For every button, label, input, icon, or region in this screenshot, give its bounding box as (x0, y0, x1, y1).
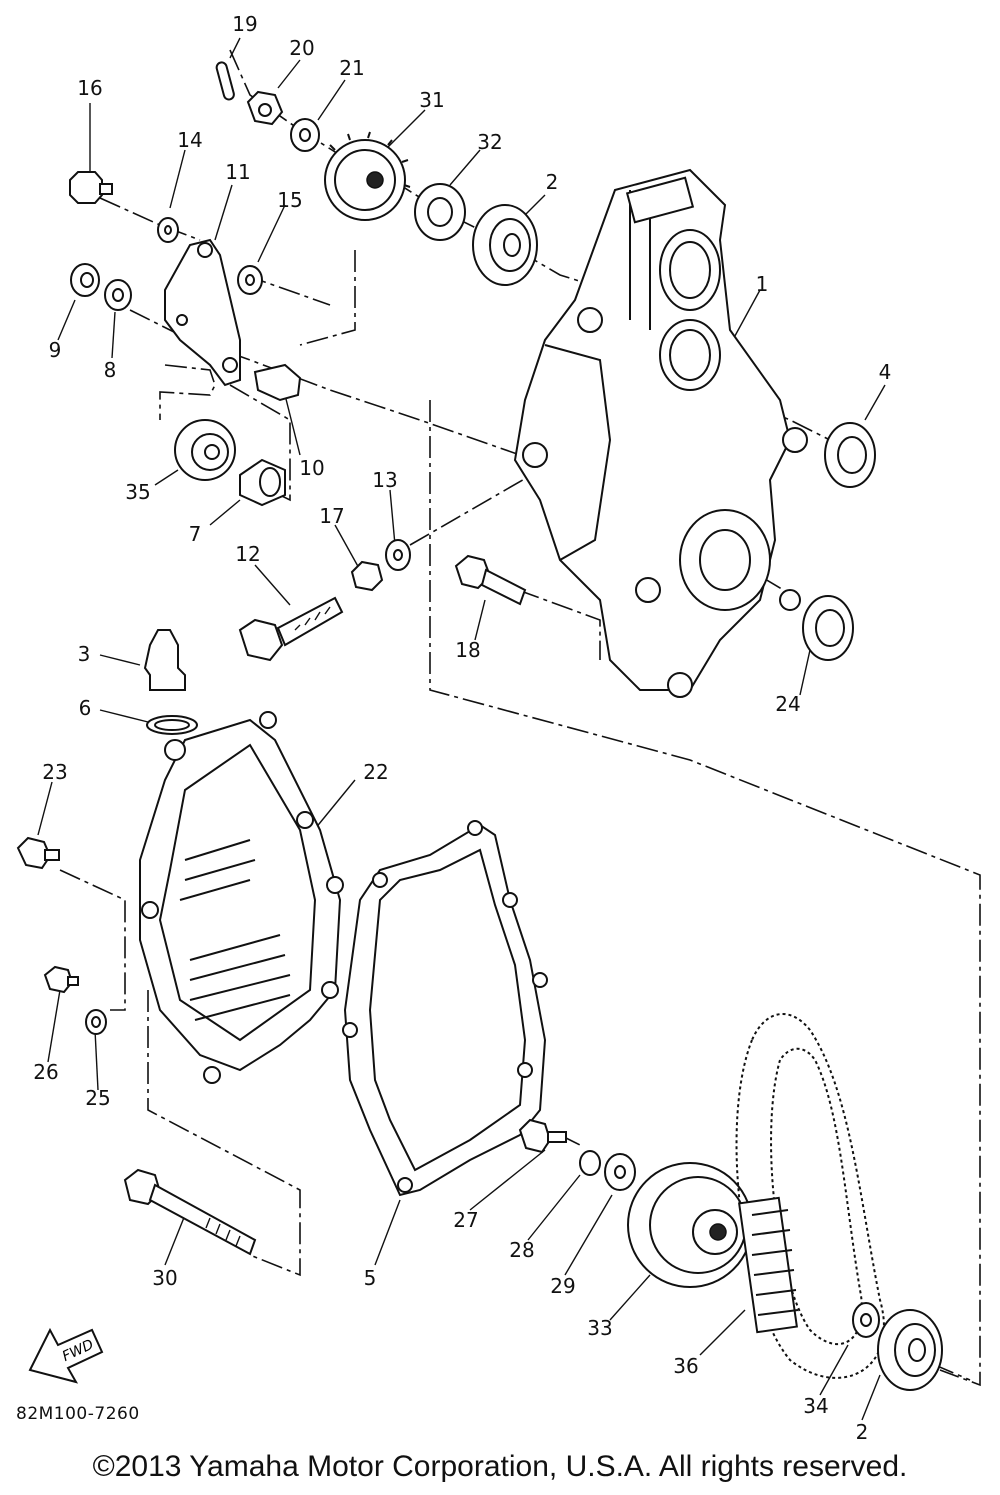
part-16-bolt (69, 171, 113, 204)
part-3-plug (143, 629, 186, 691)
callout-33: 33 (587, 1316, 613, 1340)
callout-21: 21 (339, 56, 365, 80)
callout-16: 16 (77, 76, 103, 100)
callout-22: 22 (363, 760, 389, 784)
part-2-bearing-lower (877, 1309, 943, 1391)
part-23-bolt (16, 836, 60, 870)
callout-30: 30 (152, 1266, 178, 1290)
callout-11: 11 (225, 160, 251, 184)
part-24-seal (802, 595, 854, 661)
callout-12: 12 (235, 542, 261, 566)
part-4-seal (824, 422, 876, 488)
callout-10: 10 (299, 456, 325, 480)
callout-14: 14 (177, 128, 203, 152)
callout-27: 27 (453, 1208, 479, 1232)
callout-20: 20 (289, 36, 315, 60)
part-18-bolt (454, 554, 527, 606)
callout-23: 23 (42, 760, 68, 784)
part-19-cotter-pin (215, 61, 235, 101)
part-28-washer (579, 1150, 601, 1176)
callout-3: 3 (77, 642, 91, 666)
part-2-bearing-upper (472, 204, 538, 286)
part-33-sprocket (627, 1162, 753, 1288)
part-35-sprocket (174, 419, 236, 481)
callout-28: 28 (509, 1238, 535, 1262)
callout-4: 4 (878, 360, 892, 384)
part-36-chain (735, 1013, 885, 1379)
part-13-washer (385, 539, 411, 571)
callout-34: 34 (803, 1394, 829, 1418)
part-17-nut (350, 560, 384, 592)
copyright-notice: ©2013 Yamaha Motor Corporation, U.S.A. A… (92, 1450, 908, 1483)
part-14-washer (157, 217, 179, 243)
callout-26: 26 (33, 1060, 59, 1084)
callout-7: 7 (188, 522, 202, 546)
part-11-bracket (164, 238, 241, 387)
part-9-nut (70, 263, 100, 297)
part-34-washer (852, 1302, 880, 1338)
part-20-nut (246, 90, 284, 126)
callout-35: 35 (125, 480, 151, 504)
callout-5: 5 (363, 1266, 377, 1290)
callout-13: 13 (372, 468, 398, 492)
part-1-chaincase (513, 168, 808, 698)
part-31-sprocket (324, 131, 411, 221)
callout-17: 17 (319, 504, 345, 528)
part-21-washer (290, 118, 320, 152)
callout-9: 9 (48, 338, 62, 362)
diagram-code: 82M100-7260 (16, 1404, 140, 1424)
callout-15: 15 (277, 188, 303, 212)
part-22-cover (139, 711, 344, 1084)
callout-18: 18 (455, 638, 481, 662)
part-30-bolt (123, 1168, 257, 1256)
part-32-spacer (414, 183, 466, 241)
part-29-washer (604, 1153, 636, 1191)
part-10-pin (253, 363, 302, 402)
part-7-bushing (239, 458, 286, 507)
callout-1: 1 (755, 272, 769, 296)
part-27-bolt (518, 1118, 567, 1154)
callout-24: 24 (775, 692, 801, 716)
callout-2-lower: 2 (855, 1420, 869, 1444)
callout-6: 6 (78, 696, 92, 720)
part-6-o-ring (146, 715, 198, 735)
callout-32: 32 (477, 130, 503, 154)
part-26-bolt (43, 965, 79, 994)
part-25-washer (85, 1009, 107, 1035)
fwd-arrow-icon: FWD (28, 1327, 104, 1384)
callout-19: 19 (232, 12, 258, 36)
callout-36: 36 (673, 1354, 699, 1378)
part-12-bolt (238, 596, 344, 662)
callout-31: 31 (419, 88, 445, 112)
callout-2-upper: 2 (545, 170, 559, 194)
part-5-gasket (342, 820, 548, 1197)
callout-25: 25 (85, 1086, 111, 1110)
exploded-parts-diagram: FWD (16, 37, 981, 1421)
callout-29: 29 (550, 1274, 576, 1298)
part-8-washer (104, 279, 132, 311)
callout-8: 8 (103, 358, 117, 382)
part-15-collar (237, 265, 263, 295)
